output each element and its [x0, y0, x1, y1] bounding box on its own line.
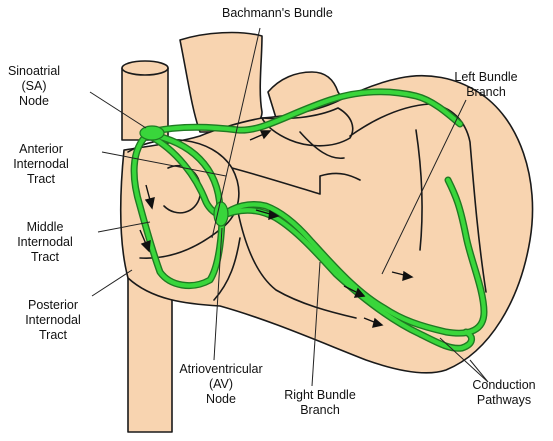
- label-sa-node: Sinoatrial (SA) Node: [2, 64, 66, 109]
- label-left-bundle-branch: Left Bundle Branch: [446, 70, 526, 100]
- av-node: [214, 202, 228, 226]
- label-middle-internodal-tract: Middle Internodal Tract: [8, 220, 82, 265]
- label-anterior-internodal-tract: Anterior Internodal Tract: [4, 142, 78, 187]
- label-posterior-internodal-tract: Posterior Internodal Tract: [16, 298, 90, 343]
- label-bachmanns-bundle: Bachmann's Bundle: [222, 6, 333, 21]
- sa-node: [140, 126, 164, 140]
- label-right-bundle-branch: Right Bundle Branch: [272, 388, 368, 441]
- inferior-vena-cava: [128, 278, 172, 432]
- label-conduction-pathways: Conduction Pathways: [460, 378, 548, 408]
- aorta: [180, 33, 262, 132]
- label-av-node: Atrioventricular (AV) Node: [172, 362, 270, 407]
- vena-cava-opening: [122, 61, 168, 75]
- leader-posterior: [92, 270, 132, 296]
